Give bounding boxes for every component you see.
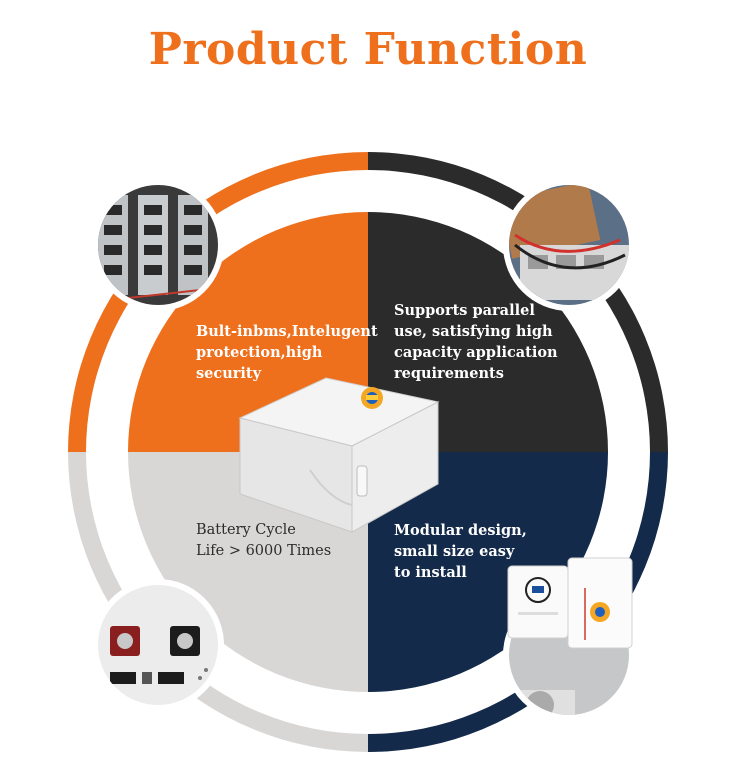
feature-text-parallel: Supports parallel use, satisfying high c… (394, 302, 558, 382)
terminal-icon (98, 585, 218, 705)
feature-text-cycle-life: Battery Cycle Life > 6000 Times (196, 522, 332, 559)
battery-product-image (238, 377, 440, 533)
parallel-connection-photo (503, 179, 635, 311)
feature-text-modular: Modular design, small size easy to insta… (394, 522, 527, 581)
quadrant-navy (368, 452, 608, 692)
brand-logo-icon (361, 387, 383, 409)
wall-battery-device (567, 557, 633, 649)
quadrant-dark (368, 212, 608, 452)
feature-text-protection: Bult-inbms,Intelugent protection,high se… (196, 323, 378, 382)
battery-cells-icon (98, 185, 218, 305)
terminals-photo (92, 579, 224, 711)
battery-cells-photo (92, 179, 224, 311)
page-title: Product Function (148, 24, 588, 75)
